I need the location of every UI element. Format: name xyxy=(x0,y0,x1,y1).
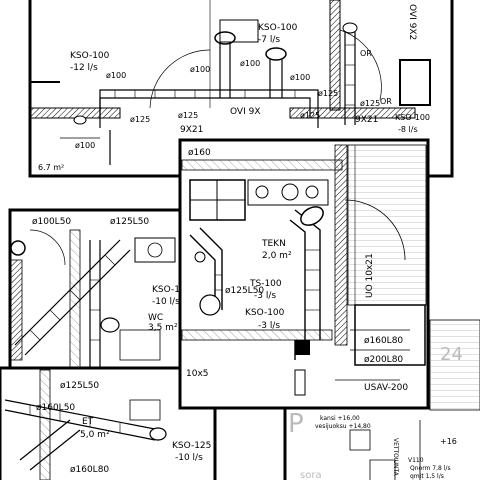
label-uo: UO 10x21 xyxy=(365,253,375,298)
label-door-a: 9X21 xyxy=(180,125,203,135)
label-p: P xyxy=(288,409,304,439)
label-kso-rate: -10 l/s xyxy=(152,297,180,307)
label-et: ET xyxy=(82,417,94,427)
sheet-bottom-right: P sora 24 kansi +16,00 vesijuoksu +14,80… xyxy=(283,319,480,480)
label-kso-b-rate: -7 l/s xyxy=(258,35,280,45)
label-kansi: kansi +16,00 xyxy=(320,415,360,422)
label-d125-d: ø125 xyxy=(318,89,338,98)
label-or-a: OR xyxy=(360,49,372,58)
sheet-center: ø160 TEKN 2,0 m² TS-100 -3 l/s KSO-100 -… xyxy=(178,138,430,410)
label-kso-a: KSO-100 xyxy=(70,51,110,61)
label-qmit: qmit 1,5 l/s xyxy=(410,473,444,480)
label-d160l80: ø160L80 xyxy=(364,336,403,346)
label-d125-c: ø125 xyxy=(300,111,320,120)
label-d100-e: ø100 xyxy=(75,141,95,150)
label-kso-a-rate: -12 l/s xyxy=(70,63,98,73)
label-d125-e: ø125 xyxy=(360,99,380,108)
label-d125-a: ø125 xyxy=(130,115,150,124)
label-ts-rate: -3 l/s xyxy=(254,291,276,301)
label-d100-a: ø100 xyxy=(106,71,126,80)
label-sora: sora xyxy=(300,470,322,480)
label-d125l50: ø125L50 xyxy=(110,217,149,227)
label-ts: TS-100 xyxy=(249,279,282,289)
label-qnorm: Qnorm 7,8 l/s xyxy=(410,465,451,472)
label-v110: V110 xyxy=(408,457,424,464)
label-or-b: OR xyxy=(380,97,392,106)
label-ovi-horizontal: OVI 9X xyxy=(230,107,261,117)
label-plus16: +16 xyxy=(440,437,457,446)
label-d200l80: ø200L80 xyxy=(364,355,403,365)
label-d100-c: ø100 xyxy=(190,65,210,74)
sheet-left: ø100L50 ø125L50 KSO-1 -10 l/s WC 3,5 m² xyxy=(8,208,200,382)
label-vesijuoksu: vesijuoksu +14,80 xyxy=(315,423,371,430)
label-d160l80: ø160L80 xyxy=(70,465,109,475)
label-d100-d: ø100 xyxy=(290,73,310,82)
label-d125-b: ø125 xyxy=(178,111,198,120)
label-kso-rate: -10 l/s xyxy=(175,453,203,463)
label-usav: USAV-200 xyxy=(364,383,408,393)
label-kso: KSO-100 xyxy=(245,308,285,318)
label-wc: WC xyxy=(148,313,163,323)
label-kso-c: KSO-100 xyxy=(395,113,430,122)
label-area: 6.7 m² xyxy=(38,163,64,172)
label-d100-b: ø100 xyxy=(240,59,260,68)
label-ovi-vertical: OVI 9X2 xyxy=(407,4,417,40)
label-d125l50: ø125L50 xyxy=(225,286,264,296)
label-d125l50: ø125L50 xyxy=(60,381,99,391)
label-kso: KSO-125 xyxy=(172,441,211,451)
label-d160l50: ø160L50 xyxy=(36,403,75,413)
label-tekn-area: 2,0 m² xyxy=(262,251,292,261)
label-tekn: TEKN xyxy=(261,239,286,249)
label-kso: KSO-1 xyxy=(152,285,180,295)
label-vettoiu: VETTOIUNTA xyxy=(392,438,399,477)
label-door-b: 9X21 xyxy=(355,115,378,125)
label-kso-c-rate: -8 l/s xyxy=(398,125,418,134)
label-24: 24 xyxy=(440,344,463,365)
label-kso-rate: -3 l/s xyxy=(258,321,280,331)
label-d160: ø160 xyxy=(188,148,211,158)
label-et-area: 5,0 m² xyxy=(80,430,110,440)
label-d100l50: ø100L50 xyxy=(32,217,71,227)
label-door: 10x5 xyxy=(186,369,209,379)
label-wc-area: 3,5 m² xyxy=(148,323,178,333)
label-kso-b: KSO-100 xyxy=(258,23,298,33)
